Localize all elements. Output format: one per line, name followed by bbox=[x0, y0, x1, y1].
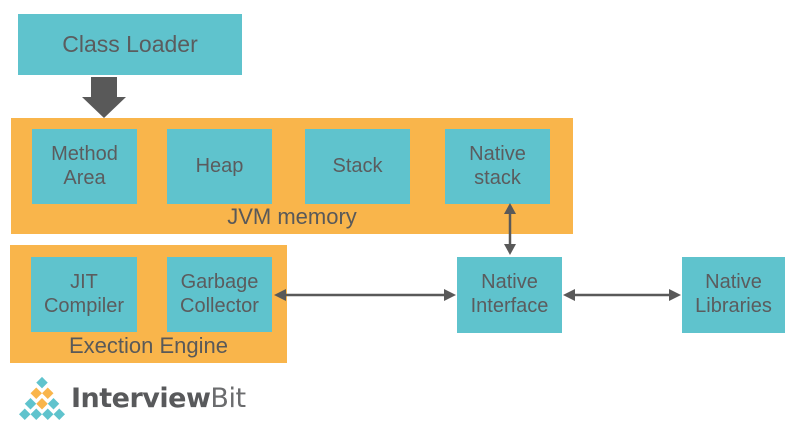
heap-box: Heap bbox=[167, 129, 272, 204]
native-libraries-box: Native Libraries bbox=[682, 257, 785, 333]
logo-text-interview: Interview bbox=[71, 382, 211, 414]
interviewbit-logo: InterviewBit bbox=[19, 374, 246, 422]
class-loader-box: Class Loader bbox=[18, 14, 242, 75]
method-area-box: Method Area bbox=[32, 129, 137, 204]
jit-compiler-box: JIT Compiler bbox=[31, 257, 137, 332]
native-interface-to-libraries-double-arrow-icon bbox=[563, 289, 681, 301]
interviewbit-logo-mark-icon bbox=[19, 376, 65, 421]
stack-box: Stack bbox=[305, 129, 410, 204]
execution-engine-label: Exection Engine bbox=[69, 333, 228, 358]
vertical-double-arrow-icon bbox=[504, 203, 516, 255]
gc-to-native-interface-double-arrow-icon bbox=[274, 289, 456, 301]
execution-engine-container: JIT Compiler Garbage Collector Exection … bbox=[10, 245, 287, 363]
native-stack-box: Native stack bbox=[445, 129, 550, 204]
interviewbit-logo-text: InterviewBit bbox=[71, 383, 246, 414]
native-interface-box: Native Interface bbox=[457, 257, 562, 333]
garbage-collector-box: Garbage Collector bbox=[167, 257, 272, 332]
down-block-arrow-icon bbox=[82, 77, 126, 118]
logo-text-bit: Bit bbox=[210, 382, 246, 414]
jvm-memory-label: JVM memory bbox=[227, 204, 357, 229]
jvm-memory-container: Method Area Heap Stack Native stack JVM … bbox=[11, 118, 573, 234]
